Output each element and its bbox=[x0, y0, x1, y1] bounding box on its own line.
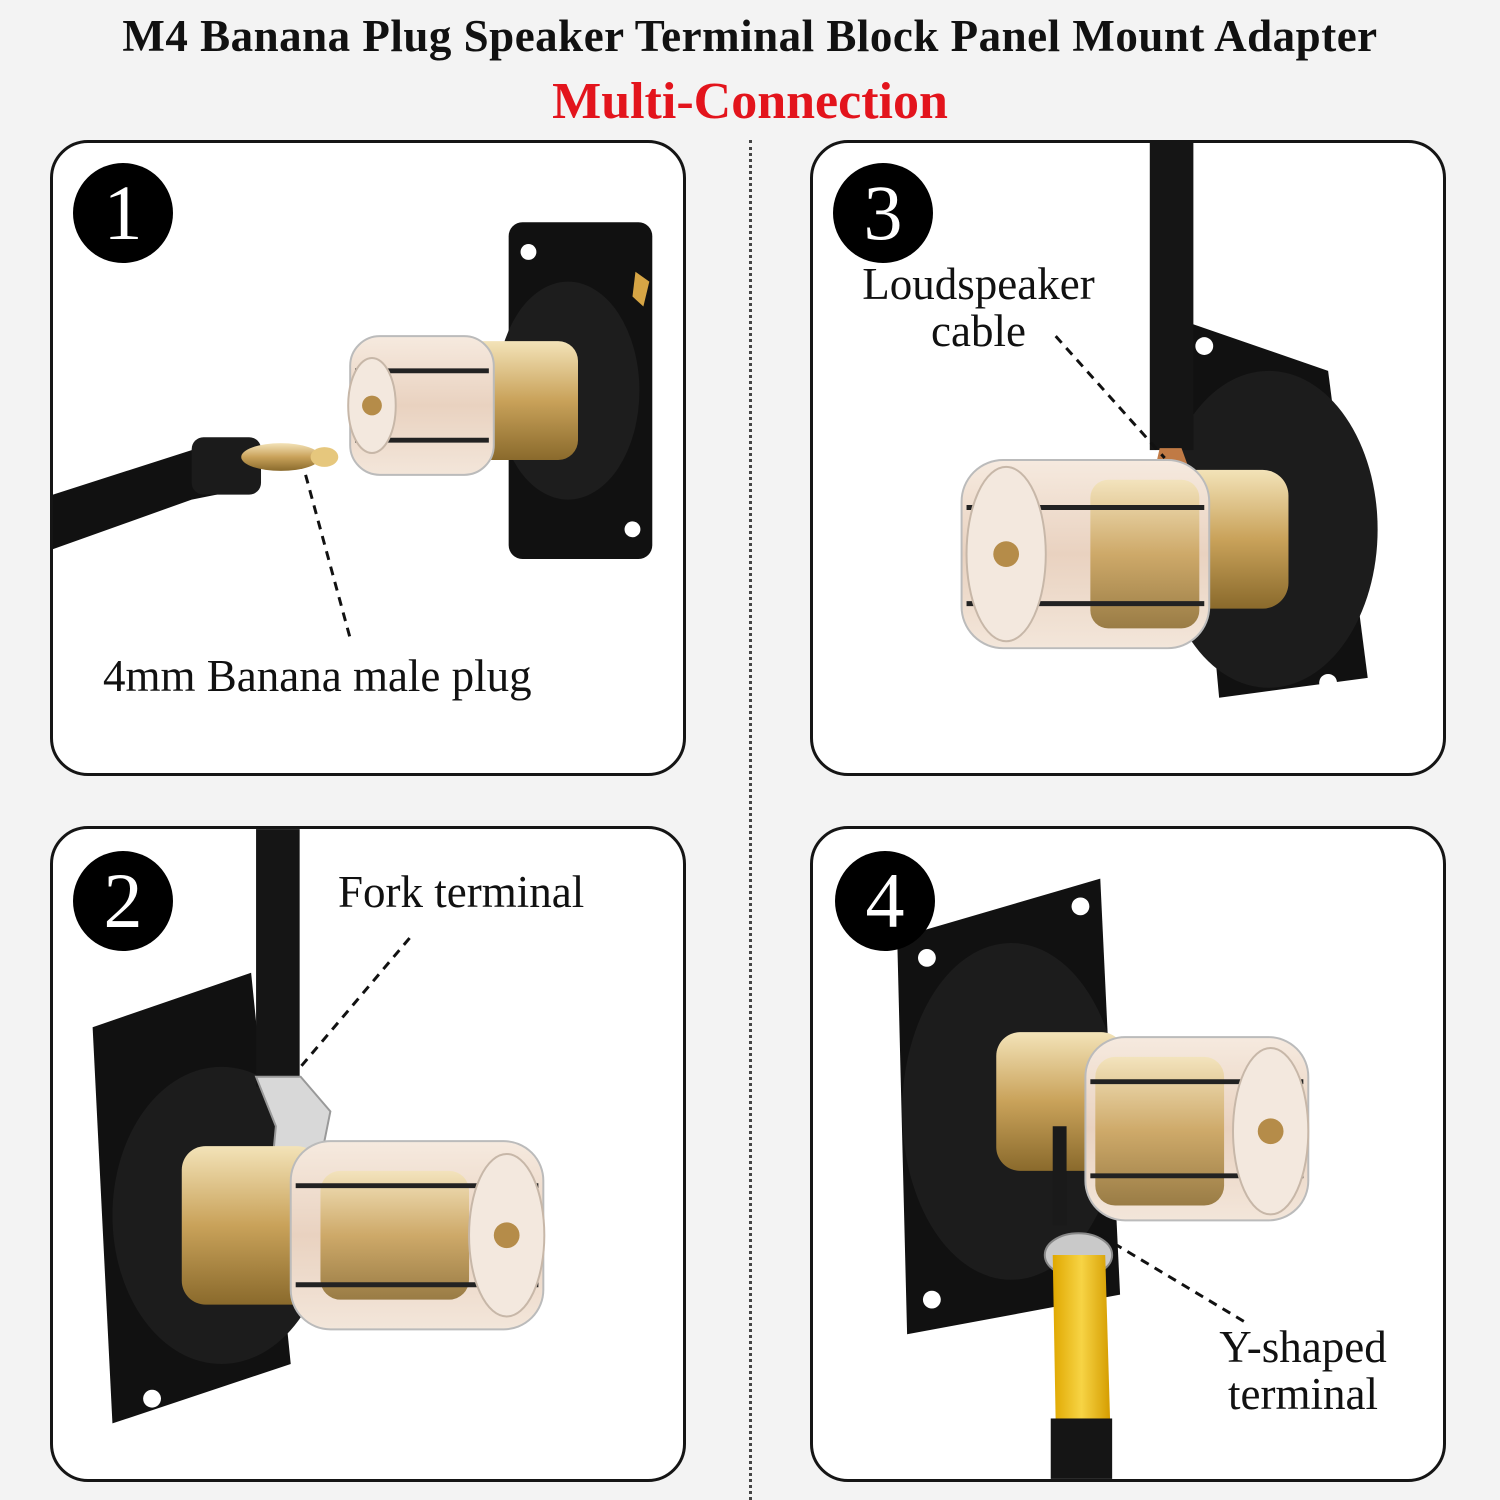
step-number-2: 2 bbox=[73, 851, 173, 951]
step-number-1: 1 bbox=[73, 163, 173, 263]
label-y-terminal: Y-shaped terminal bbox=[1183, 1322, 1423, 1420]
page-subtitle: Multi-Connection bbox=[552, 73, 948, 130]
panel-loudspeaker-cable: 3 Loudspeaker cable bbox=[810, 140, 1446, 776]
loudspeaker-cable-illustration bbox=[960, 143, 1378, 698]
dotted-divider bbox=[749, 140, 752, 1500]
step-number-3: 3 bbox=[833, 163, 933, 263]
label-banana-plug: 4mm Banana male plug bbox=[103, 651, 532, 701]
label-loudspeaker-cable: Loudspeaker cable bbox=[831, 259, 1126, 357]
step-number-4: 4 bbox=[835, 851, 935, 951]
panel-y-terminal: 4 Y-shaped terminal bbox=[810, 826, 1446, 1482]
banana-plug-illustration bbox=[53, 222, 653, 639]
page-title: M4 Banana Plug Speaker Terminal Block Pa… bbox=[122, 11, 1378, 61]
y-terminal-illustration bbox=[897, 878, 1310, 1479]
label-line-2: terminal bbox=[1228, 1369, 1378, 1420]
panel-banana-plug: 1 4mm Banana male plug bbox=[50, 140, 686, 776]
panel-fork-terminal: 2 Fork terminal bbox=[50, 826, 686, 1482]
label-line-2: cable bbox=[931, 306, 1026, 357]
label-fork-terminal: Fork terminal bbox=[338, 867, 585, 917]
fork-terminal-illustration bbox=[92, 829, 546, 1424]
label-line-1: Loudspeaker bbox=[862, 259, 1095, 309]
label-line-1: Y-shaped bbox=[1219, 1322, 1387, 1372]
